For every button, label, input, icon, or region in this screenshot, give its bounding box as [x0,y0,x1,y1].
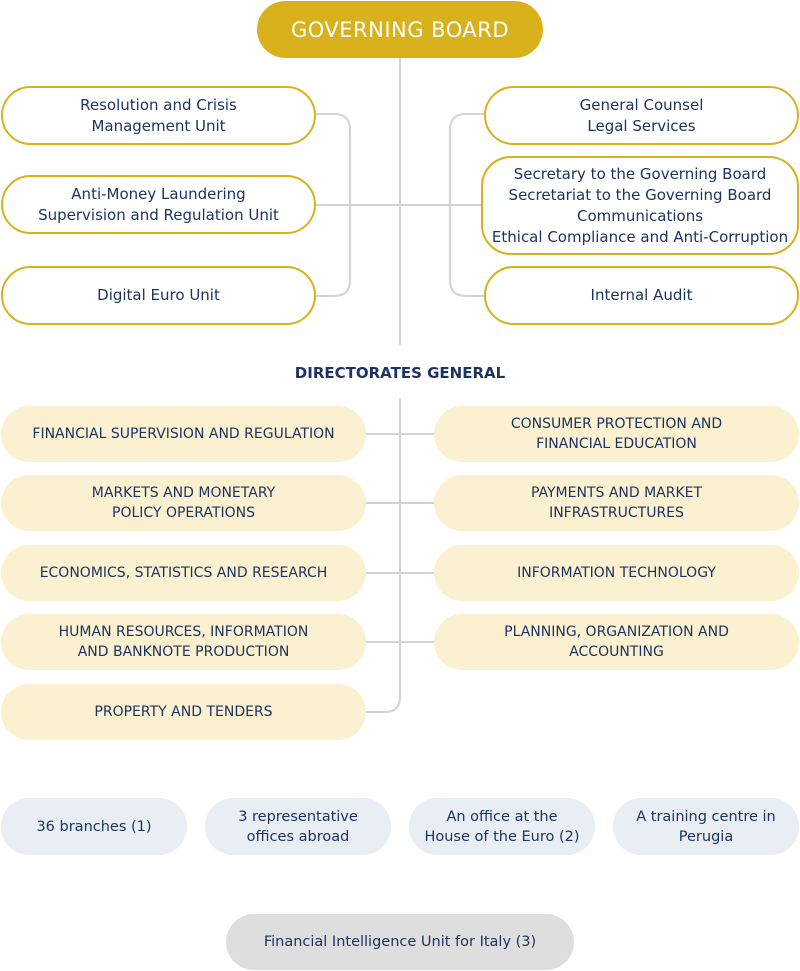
dg-financial-supervision: FINANCIAL SUPERVISION AND REGULATION [1,406,366,462]
office-representative-abroad: 3 representative offices abroad [205,798,391,855]
governing-board-box: GOVERNING BOARD [257,1,543,58]
dg-property-tenders: PROPERTY AND TENDERS [1,684,366,740]
office-branches: 36 branches (1) [1,798,187,855]
directorates-general-heading: DIRECTORATES GENERAL [294,364,506,382]
unit-general-counsel: General Counsel Legal Services [484,86,799,145]
dg-economics-statistics: ECONOMICS, STATISTICS AND RESEARCH [1,545,366,601]
unit-line: Ethical Compliance and Anti-Corruption [491,227,789,246]
dg-planning-organization: PLANNING, ORGANIZATION AND ACCOUNTING [434,614,799,670]
unit-anti-money-laundering: Anti-Money Laundering Supervision and Re… [1,175,316,234]
dg-payments-market: PAYMENTS AND MARKET INFRASTRUCTURES [434,475,799,531]
office-line: Perugia [678,828,734,845]
unit-resolution-crisis: Resolution and Crisis Management Unit [1,86,316,145]
dg-line: PAYMENTS AND MARKET [530,485,703,501]
unit-line: Resolution and Crisis [80,95,237,114]
property-connector [366,696,401,713]
dg-consumer-protection: CONSUMER PROTECTION AND FINANCIAL EDUCAT… [434,406,799,462]
dg-line: POLICY OPERATIONS [112,505,255,521]
dg-line: INFRASTRUCTURES [549,505,684,521]
office-line: 36 branches (1) [36,818,152,835]
office-line: An office at the [446,808,558,825]
dg-line: FINANCIAL SUPERVISION AND REGULATION [32,426,335,442]
dg-line: HUMAN RESOURCES, INFORMATION [58,624,309,640]
dg-line: AND BANKNOTE PRODUCTION [77,644,290,660]
dg-line: CONSUMER PROTECTION AND [510,416,723,432]
unit-internal-audit: Internal Audit [484,266,799,325]
dg-line: ECONOMICS, STATISTICS AND RESEARCH [39,565,328,581]
unit-line: Digital Euro Unit [97,286,220,304]
dg-human-resources: HUMAN RESOURCES, INFORMATION AND BANKNOT… [1,614,366,670]
unit-digital-euro: Digital Euro Unit [1,266,316,325]
right-units-bracket [449,113,484,297]
unit-line: Management Unit [91,116,226,135]
office-line: A training centre in [636,808,776,825]
dg-information-technology: INFORMATION TECHNOLOGY [434,545,799,601]
governing-board-title: GOVERNING BOARD [290,17,510,42]
dg-line: INFORMATION TECHNOLOGY [517,565,716,581]
unit-line: Anti-Money Laundering [71,184,246,203]
unit-line: Supervision and Regulation Unit [38,205,279,224]
unit-secretary-governing-board: Secretary to the Governing Board Secreta… [481,156,799,255]
office-line: House of the Euro (2) [424,828,580,845]
unit-line: Legal Services [587,116,696,135]
unit-line: Secretary to the Governing Board [513,164,767,183]
unit-line: Secretariat to the Governing Board [508,185,772,204]
unit-line: Communications [576,206,704,225]
dg-line: MARKETS AND MONETARY [91,485,276,501]
fiu-label: Financial Intelligence Unit for Italy (3… [263,934,537,950]
dg-line: PROPERTY AND TENDERS [94,704,273,720]
office-house-of-euro: An office at the House of the Euro (2) [409,798,595,855]
dg-line: ACCOUNTING [569,644,664,660]
office-line: 3 representative [238,808,358,825]
office-line: offices abroad [246,828,350,845]
office-training-centre: A training centre in Perugia [613,798,799,855]
unit-line: General Counsel [579,95,704,114]
financial-intelligence-unit: Financial Intelligence Unit for Italy (3… [226,914,574,970]
dg-markets-monetary: MARKETS AND MONETARY POLICY OPERATIONS [1,475,366,531]
dg-line: FINANCIAL EDUCATION [536,436,697,452]
dg-line: PLANNING, ORGANIZATION AND [504,624,729,640]
unit-line: Internal Audit [590,286,693,304]
